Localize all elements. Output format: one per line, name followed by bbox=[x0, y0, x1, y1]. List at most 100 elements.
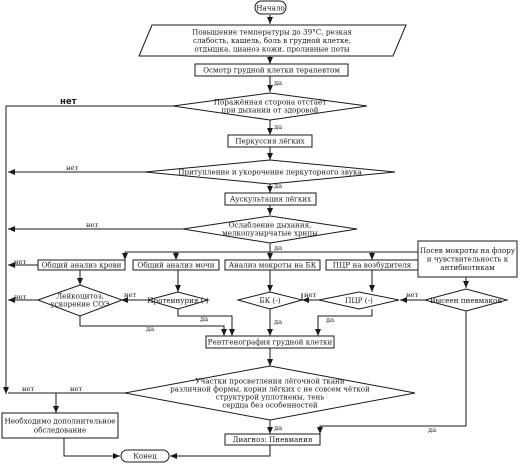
bk-label: БК (-) bbox=[259, 296, 280, 305]
label-yes: да bbox=[146, 325, 154, 333]
node-text-line: Начало bbox=[256, 4, 284, 13]
node-text-line: ПЦР (-) bbox=[345, 296, 373, 305]
label-yes: да bbox=[274, 424, 282, 432]
node-text-line: Ослабление дыхания, bbox=[229, 221, 312, 230]
pcr-neg-label: ПЦР (-) bbox=[345, 296, 373, 305]
node-text-line: Лейкоцитоз, bbox=[56, 292, 104, 301]
label-yes: да bbox=[274, 123, 282, 131]
node-text-line: Общий анализ крови bbox=[42, 261, 122, 270]
label-yes: да bbox=[274, 79, 282, 87]
node-text-line: и чувствительность к bbox=[427, 255, 509, 264]
blood-test-label: Общий анализ крови bbox=[42, 261, 122, 270]
pcr-neg-decision bbox=[318, 291, 400, 310]
node-text-line: ПЦР на возбудителя bbox=[333, 261, 412, 270]
edge-labels: да да да да да да да да да да нет нет не… bbox=[14, 79, 436, 434]
leukocytosis-label: Лейкоцитоз,ускорение СОЭ bbox=[51, 292, 110, 309]
node-text-line: Необходимо дополнительное bbox=[4, 417, 115, 426]
label-no-bold: нет bbox=[60, 97, 77, 107]
label-yes: да bbox=[274, 182, 282, 190]
label-no: нет bbox=[86, 221, 99, 229]
start-label: Начало bbox=[256, 4, 284, 13]
urine-test-label: Общий анализ мочи bbox=[137, 261, 214, 270]
weakening-decision bbox=[182, 215, 358, 244]
percussion-process bbox=[227, 134, 313, 148]
label-no: нет bbox=[304, 291, 317, 299]
label-no: нет bbox=[14, 258, 27, 266]
pcr-test-label: ПЦР на возбудителя bbox=[333, 261, 412, 270]
xray-process bbox=[205, 335, 335, 349]
diagnosis-process bbox=[224, 433, 321, 446]
node-text-line: Протеинурия (-) bbox=[147, 296, 209, 305]
blood-test-process bbox=[37, 259, 126, 271]
label-yes: да bbox=[326, 316, 334, 324]
nodes: Начало Повышение температуры до 39°С, ре… bbox=[1, 0, 518, 463]
node-text-line: обследование bbox=[34, 426, 86, 435]
connectors bbox=[3, 15, 469, 459]
pneumococcus-decision bbox=[423, 288, 509, 312]
node-text-line: структурой уплотнены, тень bbox=[216, 393, 325, 402]
symptoms-label: Повышение температуры до 39°С, резкаясла… bbox=[192, 28, 352, 54]
label-no: нет bbox=[22, 385, 35, 393]
label-no: нет bbox=[66, 164, 79, 172]
node-text-line: Аускультация лёгких bbox=[230, 195, 311, 204]
label-yes: да bbox=[428, 426, 436, 434]
node-text-line: слабость, кашель, боль в грудной клетке, bbox=[193, 36, 351, 45]
leukocytosis-decision bbox=[36, 284, 124, 317]
label-no: нет bbox=[406, 291, 419, 299]
node-text-line: ускорение СОЭ bbox=[51, 300, 110, 309]
proteinuria-label: Протеинурия (-) bbox=[147, 296, 209, 305]
node-text-line: Перкуссия лёгких bbox=[235, 137, 304, 146]
node-text-line: различной формы, корни лёгких с не совсе… bbox=[170, 385, 370, 394]
pneumococcus-label: Высеен пневмакок bbox=[430, 296, 502, 305]
sputum-test-process bbox=[224, 259, 321, 271]
dullness-label: Притупление и укорочение перкуторного зв… bbox=[178, 168, 362, 177]
node-text-line: БК (-) bbox=[259, 296, 280, 305]
weakening-label: Ослабление дыхания,мелкопузырчатые хрипы bbox=[222, 221, 318, 238]
label-yes: да bbox=[274, 244, 282, 252]
node-text-line: Общий анализ мочи bbox=[137, 261, 214, 270]
auscultation-process bbox=[224, 192, 317, 206]
dullness-decision bbox=[144, 159, 396, 185]
sputum-test-label: Анализ мокроты на БК bbox=[229, 261, 317, 270]
proteinuria-decision bbox=[146, 291, 210, 310]
bk-decision bbox=[236, 291, 304, 310]
urine-test-process bbox=[132, 259, 220, 271]
node-text-line: сердца без особенностей bbox=[222, 401, 318, 410]
label-yes: да bbox=[274, 318, 282, 326]
node-text-line: при дыхании от здоровой bbox=[222, 106, 319, 115]
exam-label: Осмотр грудной клетки терапевтом bbox=[203, 66, 340, 75]
end-terminal bbox=[120, 449, 170, 463]
node-text-line: Участки просветления лёгочной ткани bbox=[195, 377, 344, 386]
node-text-line: Притупление и укорочение перкуторного зв… bbox=[178, 168, 362, 177]
node-text-line: Анализ мокроты на БК bbox=[229, 261, 317, 270]
node-text-line: Поражённая сторона отстаёт bbox=[214, 98, 326, 107]
auscultation-label: Аускультация лёгких bbox=[230, 195, 311, 204]
end-label: Конец bbox=[133, 452, 157, 461]
label-no: нет bbox=[14, 293, 27, 301]
xray-label: Рентгенография грудной клетки bbox=[208, 338, 333, 347]
node-text-line: Посев мокроты на флору bbox=[420, 246, 516, 255]
node-text-line: Рентгенография грудной клетки bbox=[208, 338, 333, 347]
node-text-line: Диагноз: Пневмания bbox=[233, 435, 313, 444]
percussion-label: Перкуссия лёгких bbox=[235, 137, 304, 146]
node-text-line: отдышка, цианоз кожи, проливные поты bbox=[194, 45, 350, 54]
label-no: нет bbox=[70, 385, 83, 393]
node-text-line: мелкопузырчатые хрипы bbox=[222, 229, 318, 238]
lag-decision bbox=[172, 92, 368, 121]
node-text-line: Осмотр грудной клетки терапевтом bbox=[203, 66, 340, 75]
exam-process bbox=[194, 63, 349, 77]
label-yes: да bbox=[200, 315, 208, 323]
label-no: нет bbox=[124, 291, 137, 299]
start-terminal bbox=[254, 0, 287, 15]
xray-result-decision bbox=[124, 365, 416, 421]
culture-test-process bbox=[417, 240, 518, 278]
diagnosis-label: Диагноз: Пневмания bbox=[233, 435, 313, 444]
node-text-line: Повышение температуры до 39°С, резкая bbox=[192, 28, 352, 37]
xray-result-label: Участки просветления лёгочной тканиразли… bbox=[170, 377, 370, 410]
node-text-line: антибиотикам bbox=[440, 263, 495, 272]
symptoms-input bbox=[138, 24, 407, 57]
